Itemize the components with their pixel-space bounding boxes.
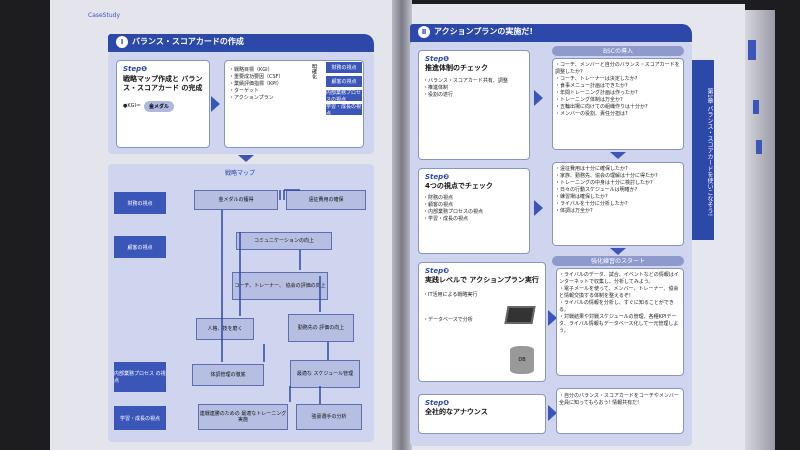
check-item: コーチ、メンバーと自分のバランス・スコアカードを調整したか? bbox=[555, 62, 681, 76]
step-item: 内部業務プロセスの視点 bbox=[423, 209, 529, 216]
bsc-item: 戦略目標（KGI） bbox=[229, 67, 363, 74]
bsc-item: 重要成功要因（CSF） bbox=[229, 74, 363, 81]
rstep1-box: Step❶ 推進体制のチェック バランス・スコアカード共有、調整 推進体制 役割… bbox=[418, 50, 530, 160]
check-item: 遠征費用は十分に確保したか? bbox=[555, 166, 681, 173]
step-item: 役割の遂行 bbox=[423, 92, 529, 99]
check-item: 電子メールを使って、メンバー、トレーナー、協会と情報交換する体制を整えるぞ! bbox=[559, 286, 681, 300]
step-item: 財務の視点 bbox=[423, 195, 529, 202]
step-label: Step❹ bbox=[425, 399, 450, 407]
node-work: 勤務先の 評価の向上 bbox=[288, 314, 354, 342]
bsc-item: アクションプラン bbox=[229, 95, 363, 102]
checklist-4: 自分のバランス・スコアカードをコーチやメンバー全員に知ってもらおう! 情報共有だ… bbox=[556, 388, 684, 434]
checklist-1: コーチ、メンバーと自分のバランス・スコアカードを調整したか? コーチ、トレーナー… bbox=[552, 58, 684, 150]
case-study-header: CaseStudy bbox=[88, 12, 121, 19]
clarify-label: 明確化 bbox=[311, 64, 317, 79]
step-item: バランス・スコアカード共有、調整 bbox=[423, 78, 529, 85]
step-item: データベースで分析 bbox=[423, 317, 545, 324]
index-tab bbox=[756, 140, 762, 154]
perspective-chip: 財務の視点 bbox=[326, 62, 362, 73]
chapter-side-tab: 第1章 バランス・スコアカードを使いこなそう! bbox=[692, 60, 714, 240]
bsc-item: 業績評価指標（KPI） bbox=[229, 81, 363, 88]
arrow-down bbox=[610, 248, 626, 255]
perspective-chip: 内部業務プロセスの視点 bbox=[326, 89, 362, 103]
strength-start-label: 強化練習のスタート bbox=[552, 256, 684, 266]
step-item: 推進体制 bbox=[423, 85, 529, 92]
node-gold: 金メダルの獲得 bbox=[194, 190, 278, 210]
rstep4-box: Step❹ 全社的なアナウンス bbox=[418, 394, 546, 434]
step-title: 戦略マップ作成と バランス・スコアカード の完成 bbox=[123, 75, 203, 92]
index-tab bbox=[748, 40, 756, 60]
rstep2-box: Step❷ 4つの視点でチェック 財務の視点 顧客の視点 内部業務プロセスの視点… bbox=[418, 168, 530, 254]
section-title: アクションプランの実施だ! bbox=[434, 27, 534, 36]
perspective-chip: 顧客の視点 bbox=[326, 76, 362, 87]
step-label: Step❶ bbox=[425, 55, 450, 63]
row-label-process: 内部業務プロセス の視点 bbox=[114, 362, 166, 392]
check-item: メンバーの役割、責任分担は? bbox=[555, 111, 681, 118]
page-edges bbox=[745, 10, 775, 450]
step-title: 推進体制のチェック bbox=[425, 64, 488, 72]
check-item: 対戦結果や対戦スケジュールの管理、各種KPIデータ、ライバル情報もデータベース化… bbox=[559, 314, 681, 335]
check-item: トレーニングの中身は十分に検討したか? bbox=[555, 180, 681, 187]
node-training: 連戦連勝のための 最適なトレーニング実施 bbox=[198, 404, 288, 430]
arrow-right bbox=[548, 310, 557, 326]
step-label: Step❷ bbox=[425, 173, 450, 181]
node-body: 体調管理の徹底 bbox=[192, 364, 264, 386]
row-label-learning: 学習・成長の視点 bbox=[114, 406, 166, 430]
arrow-down bbox=[238, 155, 254, 162]
step-label: Step❶ bbox=[123, 65, 148, 73]
step-item: 顧客の視点 bbox=[423, 202, 529, 209]
check-item: ライバルの情報を分析し、すぐに知ることができる。 bbox=[559, 300, 681, 314]
check-item: 食事メニュー計画はできたか? bbox=[555, 83, 681, 90]
node-people: 人格、技を磨く bbox=[196, 318, 254, 340]
node-schedule: 最適な スケジュール管理 bbox=[290, 360, 360, 388]
database-icon: DB bbox=[510, 346, 534, 374]
bsc-intro-label: BSCの導入 bbox=[552, 46, 684, 56]
node-rival: 強豪選手の分析 bbox=[296, 404, 362, 430]
row-label-customer: 顧客の視点 bbox=[114, 236, 166, 258]
arrow-down bbox=[610, 152, 626, 159]
kgi-label: ●KGI＝ bbox=[123, 103, 141, 109]
arrow-right bbox=[548, 405, 557, 421]
arrow-right bbox=[534, 200, 543, 216]
bsc-item: ターゲット bbox=[229, 88, 363, 95]
section-header-right: Ⅱ アクションプランの実施だ! bbox=[410, 24, 692, 42]
laptop-icon bbox=[504, 306, 536, 324]
check-item: 日々の行動スケジュールは明確か? bbox=[555, 187, 681, 194]
check-item: トレーニング体制は万全か? bbox=[555, 97, 681, 104]
step-item: IT活用による戦略実行 bbox=[423, 292, 545, 299]
arrow-right bbox=[534, 90, 543, 106]
check-item: 年間トレーニング計画は作ったか? bbox=[555, 90, 681, 97]
section-title: バランス・スコアカードの作成 bbox=[132, 37, 244, 46]
section-number: Ⅰ bbox=[116, 36, 128, 48]
check-item: ライバルのデータ、試合、イベントなどの情報はインターネットで収集し、分析してみよ… bbox=[559, 272, 681, 286]
node-comm: コミュニケーションの向上 bbox=[236, 232, 332, 250]
row-label-finance: 財務の視点 bbox=[114, 192, 166, 214]
arrow-right bbox=[211, 96, 220, 112]
map-arrows bbox=[221, 189, 329, 404]
map-title: 戦略マップ bbox=[225, 170, 256, 177]
node-coach: コーチ、トレーナー、 協会の評価の向上 bbox=[232, 272, 328, 300]
checklist-3: ライバルのデータ、試合、イベントなどの情報はインターネットで収集し、分析してみよ… bbox=[556, 268, 684, 376]
step1-box: Step❶ 戦略マップ作成と バランス・スコアカード の完成 ●KGI＝ 金メダ… bbox=[116, 60, 210, 148]
section-number: Ⅱ bbox=[418, 26, 430, 38]
book-gutter bbox=[392, 0, 412, 450]
check-item: 家族、勤務先、協会の理解は十分に得たか? bbox=[555, 173, 681, 180]
kgi-value: 金メダル bbox=[144, 101, 175, 112]
check-item: 自分のバランス・スコアカードをコーチやメンバー全員に知ってもらおう! 情報共有だ… bbox=[559, 393, 681, 407]
check-item: 体調は万全か? bbox=[555, 208, 681, 215]
perspective-chip: 学習・成長の視点 bbox=[326, 103, 362, 117]
check-item: 五輪出場に向けての組織作りは十分か? bbox=[555, 104, 681, 111]
checklist-2: 遠征費用は十分に確保したか? 家族、勤務先、協会の理解は十分に得たか? トレーニ… bbox=[552, 162, 684, 246]
step-item: 学習・成長の視点 bbox=[423, 216, 529, 223]
step-title: 4つの視点でチェック bbox=[425, 182, 493, 190]
section-header-left: Ⅰ バランス・スコアカードの作成 bbox=[108, 34, 374, 52]
check-item: コーチ、トレーナーは決定したか? bbox=[555, 76, 681, 83]
node-cost: 遠征費用の確保 bbox=[286, 190, 366, 210]
step-title: 実践レベルで アクションプラン実行 bbox=[425, 276, 539, 284]
step-title: 全社的なアナウンス bbox=[425, 408, 488, 416]
step-label: Step❸ bbox=[425, 267, 450, 275]
check-item: 練習場は確保したか? bbox=[555, 194, 681, 201]
index-tab bbox=[753, 100, 759, 114]
check-item: ライバルを十分に分析したか? bbox=[555, 201, 681, 208]
